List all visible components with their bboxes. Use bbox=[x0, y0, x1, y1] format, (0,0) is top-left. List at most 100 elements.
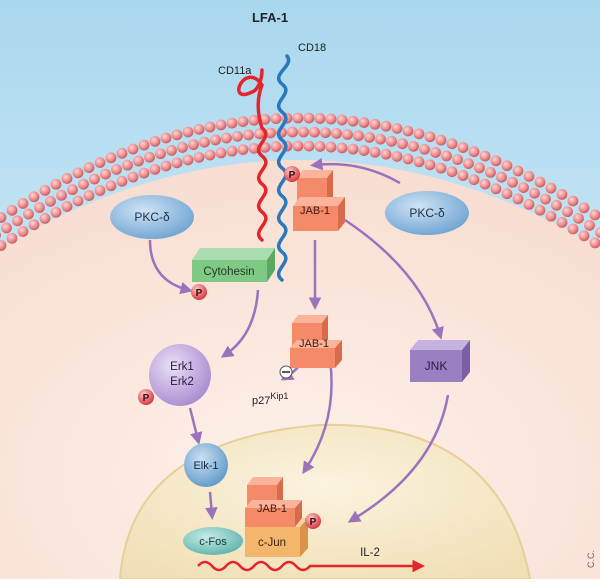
jab1-membrane-label: JAB-1 bbox=[300, 205, 330, 217]
cd11a-chain bbox=[237, 68, 268, 242]
membrane-lipid-head bbox=[138, 167, 150, 179]
erk1-label: Erk1 bbox=[170, 361, 194, 373]
membrane-lipid-head bbox=[413, 156, 425, 168]
membrane-lipid-head bbox=[61, 201, 73, 212]
membrane-lipid-head bbox=[193, 123, 205, 135]
pkc-delta-right bbox=[385, 191, 469, 235]
membrane-lipid-head bbox=[149, 164, 161, 175]
membrane-lipid-head bbox=[226, 145, 238, 157]
phospho-cjun: P bbox=[305, 513, 321, 529]
membrane-lipid-head bbox=[336, 142, 348, 154]
membrane-lipid-head bbox=[270, 113, 282, 125]
cd11a-label: CD11a bbox=[218, 65, 252, 77]
membrane-lipid-head bbox=[127, 171, 139, 183]
svg-text:P: P bbox=[143, 393, 150, 404]
membrane-lipid-head bbox=[254, 128, 265, 140]
arrow-jnk-to-cjun-p bbox=[347, 394, 450, 523]
jab1-nucleus: JAB-1 bbox=[245, 477, 302, 527]
membrane-lipid-head bbox=[6, 204, 18, 216]
membrane-lipid-head bbox=[589, 237, 600, 249]
membrane-lipid-head bbox=[496, 171, 507, 183]
membrane-lipid-head bbox=[0, 240, 7, 251]
membrane-lipid-head bbox=[441, 150, 452, 162]
membrane-lipid-head bbox=[193, 151, 205, 163]
membrane-lipid-head bbox=[303, 140, 315, 152]
membrane-lipid-head bbox=[215, 147, 227, 159]
membrane-lipid-head bbox=[0, 232, 1, 239]
membrane-lipid-head bbox=[149, 136, 161, 147]
membrane-lipid-head bbox=[56, 189, 67, 201]
membrane-lipid-head bbox=[545, 182, 557, 194]
membrane-lipid-head bbox=[105, 180, 117, 192]
membrane-lipid-head bbox=[369, 118, 381, 130]
membrane-lipid-head bbox=[144, 151, 155, 163]
membrane-lipid-head bbox=[578, 230, 590, 242]
membrane-lipid-head bbox=[303, 112, 315, 124]
membrane-lipid-head bbox=[188, 139, 199, 151]
membrane-lipid-head bbox=[83, 162, 95, 173]
membrane-lipid-head bbox=[111, 164, 122, 175]
arrow-jab1-to-nucleus bbox=[302, 359, 333, 475]
membrane-lipid-head bbox=[512, 165, 524, 177]
lfa1-label: LFA-1 bbox=[252, 10, 288, 25]
membrane-lipid-head bbox=[17, 198, 29, 209]
cd18-chain bbox=[277, 54, 291, 282]
cytohesin-label: Cytohesin bbox=[203, 266, 254, 278]
jnk: JNK bbox=[410, 340, 470, 382]
membrane-lipid-head bbox=[292, 112, 304, 124]
membrane-lipid-head bbox=[237, 116, 249, 128]
membrane-lipid-head bbox=[358, 117, 370, 128]
membrane-lipid-head bbox=[391, 151, 403, 162]
membrane-lipid-head bbox=[452, 154, 463, 166]
membrane-lipid-head bbox=[67, 184, 78, 196]
membrane-lipid-head bbox=[138, 139, 150, 151]
membrane-lipid-head bbox=[446, 138, 458, 150]
pkc-delta-right-label: PKC-δ bbox=[409, 206, 445, 220]
membrane-lipid-head bbox=[584, 219, 595, 231]
membrane-lipid-head bbox=[166, 144, 177, 156]
membrane-lipid-head bbox=[122, 159, 133, 171]
membrane-lipid-head bbox=[127, 143, 139, 155]
membrane-lipid-head bbox=[435, 134, 447, 146]
arrow-erk-to-elk1 bbox=[188, 407, 203, 445]
erk2-label: Erk2 bbox=[170, 376, 194, 388]
membrane-lipid-head bbox=[353, 130, 364, 142]
membrane-lipid-head bbox=[518, 182, 529, 194]
cd18-label: CD18 bbox=[298, 42, 326, 54]
membrane-lipid-head bbox=[534, 176, 546, 188]
membrane-lipid-head bbox=[105, 152, 117, 164]
membrane-lipid-head bbox=[28, 191, 40, 203]
membrane-lipid-head bbox=[17, 226, 29, 237]
erk1-erk2 bbox=[149, 344, 211, 406]
membrane-lipid-head bbox=[248, 142, 260, 154]
membrane-lipid-head bbox=[567, 195, 579, 207]
elk1 bbox=[184, 443, 228, 487]
jab1-nucleus-label: JAB-1 bbox=[257, 503, 287, 515]
membrane-lipid-head bbox=[34, 202, 45, 213]
membrane-lipid-head bbox=[325, 113, 337, 125]
membrane-lipid-head bbox=[347, 115, 359, 127]
membrane-lipid-head bbox=[534, 204, 546, 216]
jab1-cytoplasm-label: JAB-1 bbox=[299, 338, 329, 350]
membrane-lipid-head bbox=[171, 157, 183, 169]
membrane-lipid-head bbox=[94, 185, 106, 196]
elk1-label: Elk-1 bbox=[193, 460, 218, 472]
membrane-lipid-head bbox=[265, 127, 276, 139]
pkc-delta-left bbox=[110, 195, 194, 239]
arrow-cytohesin-to-erk bbox=[220, 289, 260, 358]
membrane-lipid-head bbox=[270, 141, 282, 153]
membrane-lipid-head bbox=[210, 134, 221, 146]
membrane-lipid-head bbox=[182, 126, 194, 138]
membrane-lipid-head bbox=[380, 148, 392, 160]
membrane-lipid-head bbox=[94, 157, 106, 168]
membrane-lipid-head bbox=[12, 215, 23, 227]
membrane-lipid-head bbox=[83, 190, 95, 201]
membrane-lipid-head bbox=[540, 193, 551, 205]
membrane-lipid-head bbox=[523, 170, 535, 182]
membrane-lipid-head bbox=[358, 145, 370, 156]
svg-text:P: P bbox=[196, 288, 203, 299]
membrane-lipid-head bbox=[529, 187, 540, 199]
cfos bbox=[183, 527, 243, 555]
membrane-lipid-head bbox=[160, 132, 172, 144]
